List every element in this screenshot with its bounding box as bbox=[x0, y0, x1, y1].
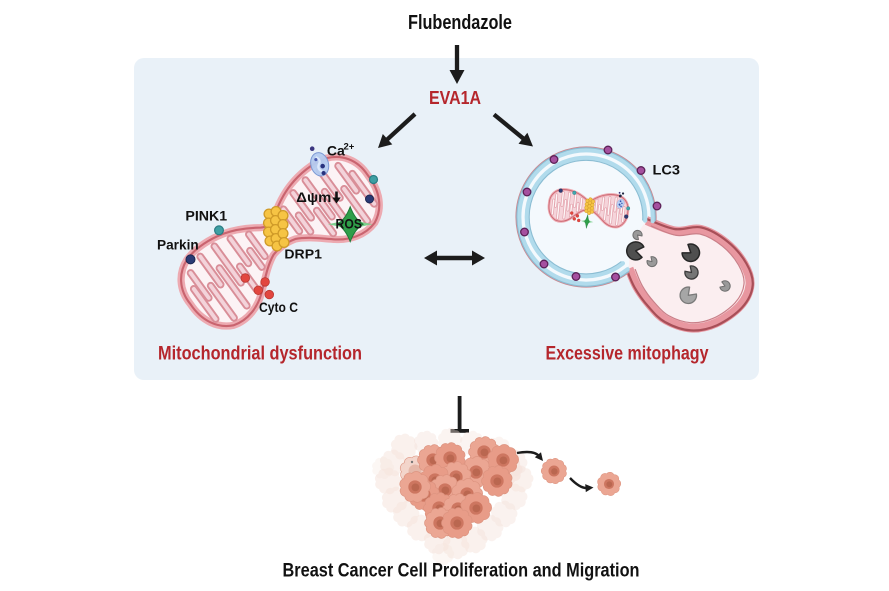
svg-text:Excessive mitophagy: Excessive mitophagy bbox=[546, 344, 709, 365]
svg-text:Parkin: Parkin bbox=[157, 238, 199, 253]
svg-text:Mitochondrial dysfunction: Mitochondrial dysfunction bbox=[158, 344, 362, 365]
svg-text:Ca: Ca bbox=[327, 142, 345, 158]
svg-text:EVA1A: EVA1A bbox=[429, 88, 481, 108]
svg-text:PINK1: PINK1 bbox=[185, 209, 227, 224]
svg-text:Cyto C: Cyto C bbox=[259, 300, 298, 315]
svg-text:Flubendazole: Flubendazole bbox=[408, 12, 512, 34]
svg-text:DRP1: DRP1 bbox=[284, 247, 322, 262]
svg-text:ROS: ROS bbox=[336, 216, 363, 231]
svg-text:LC3: LC3 bbox=[653, 162, 681, 178]
svg-text:2+: 2+ bbox=[344, 141, 355, 152]
svg-text:Δψm: Δψm bbox=[296, 189, 331, 205]
svg-text:Breast Cancer Cell Proliferati: Breast Cancer Cell Proliferation and Mig… bbox=[283, 560, 640, 582]
